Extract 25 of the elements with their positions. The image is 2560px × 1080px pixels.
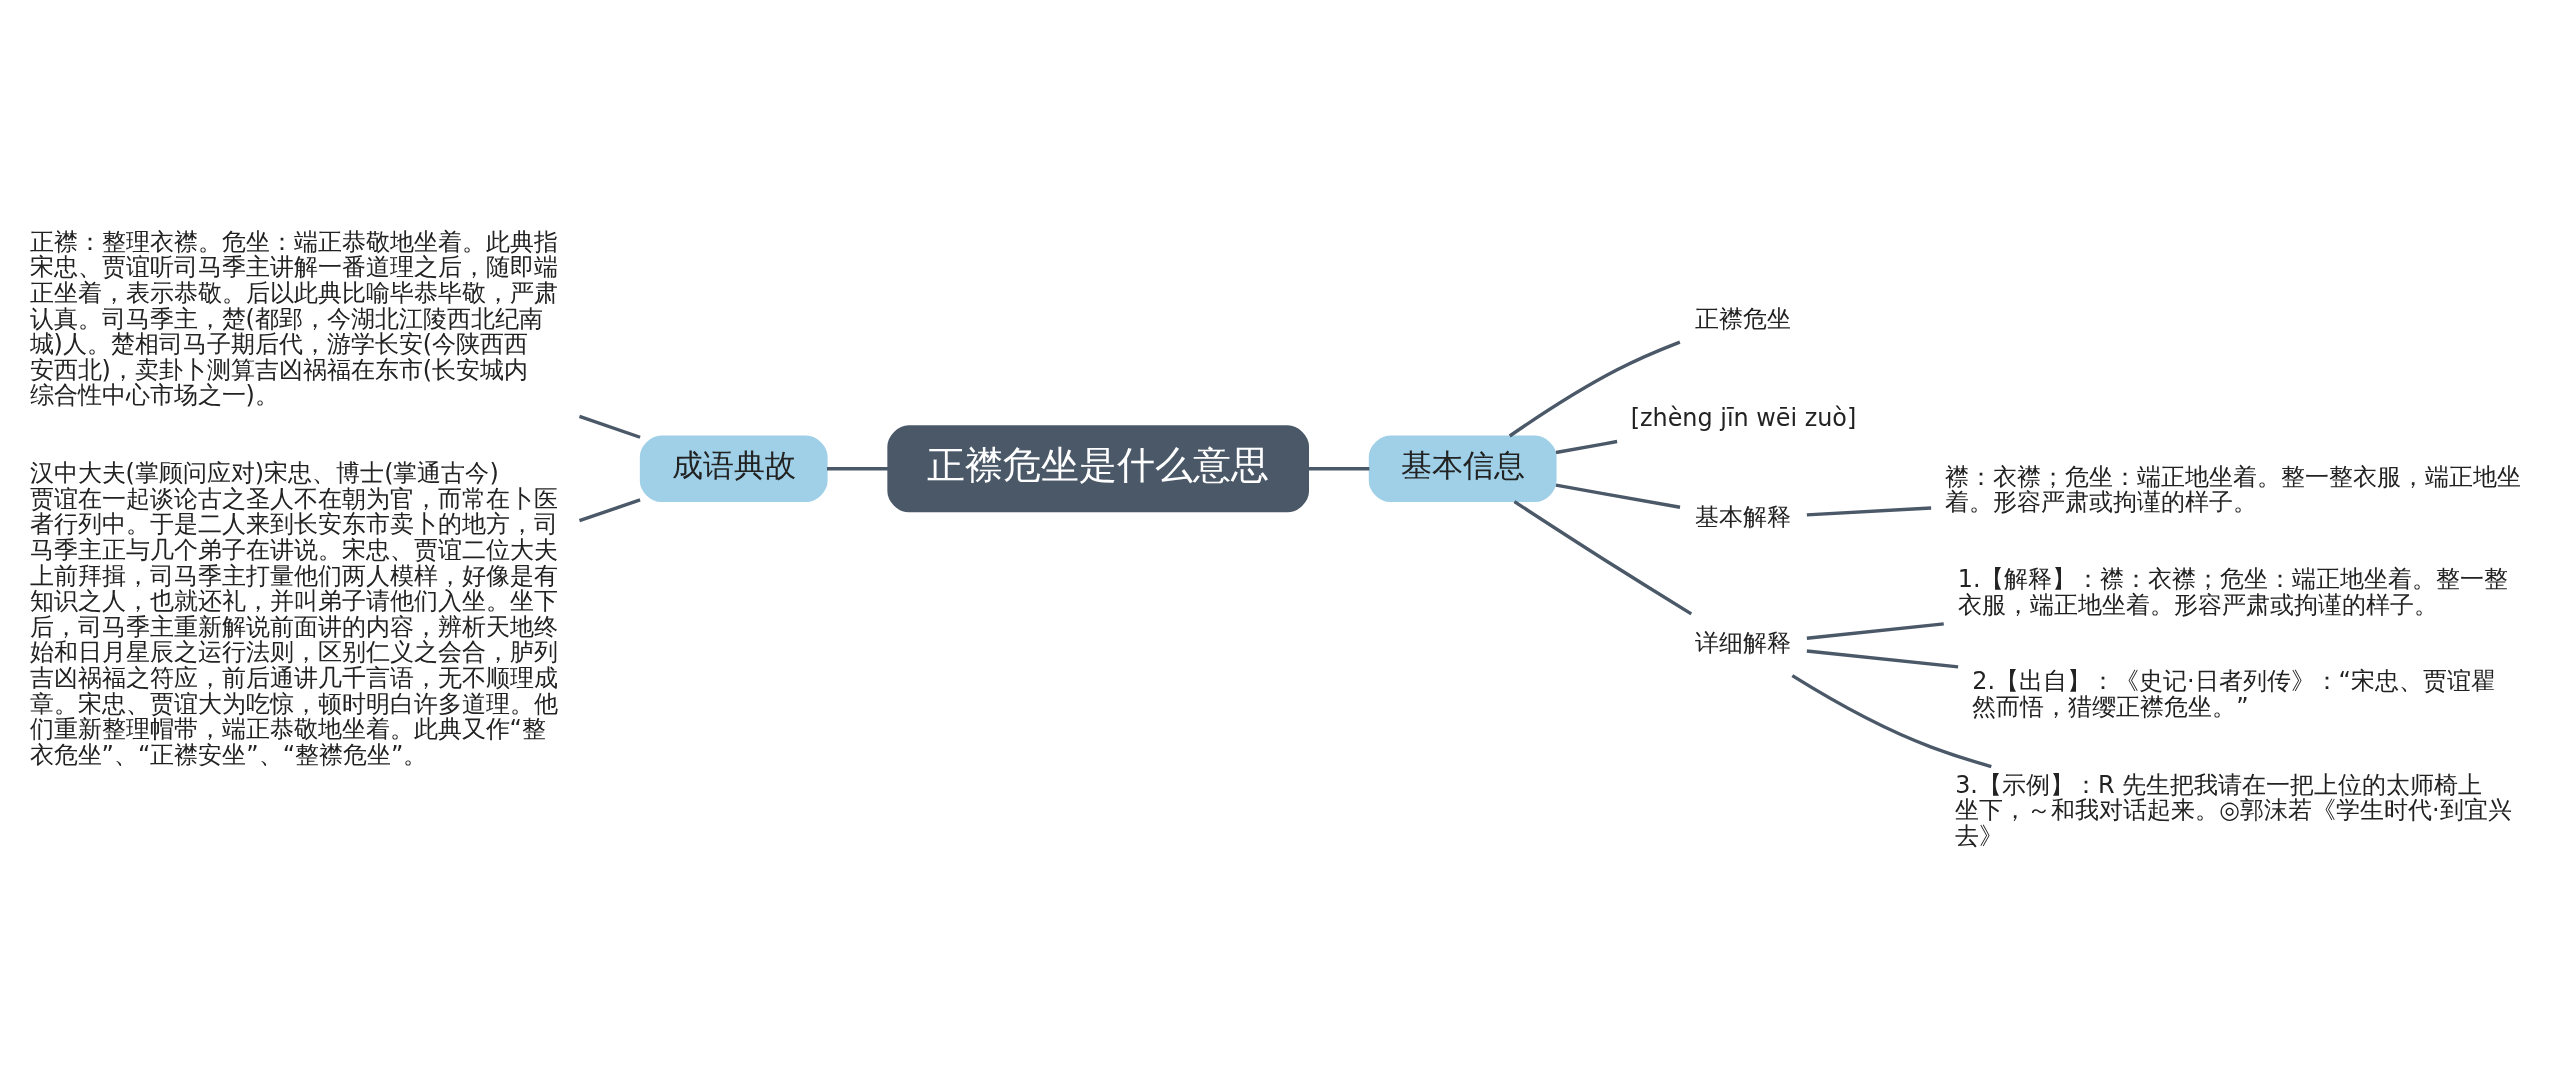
connector bbox=[1308, 466, 1370, 470]
connector bbox=[1806, 505, 1932, 517]
node-text: 正襟：整理衣襟。危坐：端正恭敬地坐着。此典指宋忠、贾谊听司马季主讲解一番道理之后，随即端正坐着，表示恭敬。后以此典比喻毕恭毕敬，严肃认真。司马季主，楚(都郢，今湖北江陵西北纪南城)人。楚相司马子期后代，游学长安(今陕西西安西北)，卖卦卜测算吉凶祸福在东市(长安城内综合性中心市场之一)。 bbox=[29, 227, 558, 409]
node-text: 汉中大夫(掌顾问应对)宋忠、博士(掌通古今)贾谊在一起谈论古之圣人不在朝为官，而常在卜医者行列中。于是二人来到长安东市卖卜的地方，司马季主正与几个弟子在讲说。宋忠、贾谊二位大夫上前拜揖，司马季主打量他们两人模样，好像是有知识之人，也就还礼，并叫弟子请他们入坐。坐下后，司马季主重新解说前面讲的内容，辨析天地终始和日月星辰之运行法则，区别仁义之会合，胪列吉凶祸福之符应，前后通讲几千言语，无不顺理成章。宋忠、贾谊大为吃惊，顿时明白许多道理。他们重新整理帽带，端正恭敬地坐着。此典又作“整衣危坐”、“正襟安坐”、“整襟危坐”。 bbox=[29, 458, 558, 769]
connector bbox=[578, 497, 641, 522]
node-box: 成语典故 bbox=[639, 435, 828, 502]
connector bbox=[1508, 340, 1681, 437]
connector bbox=[1555, 439, 1618, 454]
node-text: 2.【出自】：《史记·日者列传》：“宋忠、贾谊瞿然而悟，猎缨正襟危坐。” bbox=[1972, 666, 2495, 721]
node-box: 正襟危坐是什么意思 bbox=[887, 424, 1310, 512]
node-text: 正襟危坐 bbox=[1695, 304, 1792, 333]
node-box: 基本信息 bbox=[1368, 435, 1557, 502]
node-text: 襟：衣襟；危坐：端正地坐着。整一整衣服，端正地坐着。形容严肃或拘谨的样子。 bbox=[1944, 462, 2521, 516]
connector bbox=[1806, 621, 1944, 640]
node-text: [zhèng jīn wēi zuò] bbox=[1630, 403, 1857, 432]
connector bbox=[1791, 673, 1992, 768]
connector bbox=[1513, 499, 1693, 615]
connector bbox=[1806, 648, 1959, 669]
connector bbox=[1555, 483, 1681, 509]
node-text: 详细解释 bbox=[1695, 628, 1792, 657]
node-text: 3.【示例】：R 先生把我请在一把上位的太师椅上坐下，～和我对话起来。◎郭沫若《学生时代·到宜兴去》 bbox=[1955, 770, 2512, 850]
node-text: 基本解释 bbox=[1695, 502, 1792, 531]
connector bbox=[827, 466, 889, 470]
connector bbox=[578, 414, 641, 439]
node-text: 1.【解释】：襟：衣襟；危坐：端正地坐着。整一整衣服，端正地坐着。形容严肃或拘谨的样子。 bbox=[1957, 564, 2509, 619]
